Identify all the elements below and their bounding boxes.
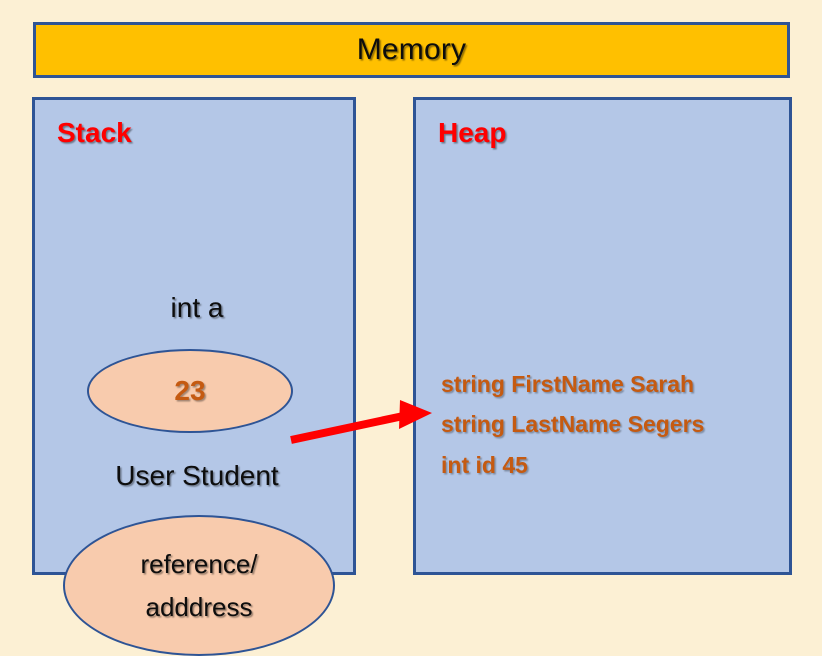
memory-title: Memory bbox=[356, 33, 467, 66]
stack-value-text-reference-line2: adddress bbox=[145, 591, 253, 622]
stack-value-ellipse-user-student: reference/ adddress bbox=[63, 515, 335, 656]
heap-object-fields: string FirstName Sarah string LastName S… bbox=[441, 364, 781, 485]
heap-field-lastname: string LastName Segers bbox=[441, 411, 705, 438]
stack-value-text-reference-line1: reference/ bbox=[140, 548, 258, 579]
heap-region: Heap string FirstName Sarah string LastN… bbox=[413, 97, 792, 575]
heap-title: Heap bbox=[438, 117, 507, 148]
stack-value-text-int-a: 23 bbox=[174, 375, 206, 406]
memory-header-bar: Memory bbox=[33, 22, 790, 78]
stack-variable-label-int-a: int a bbox=[170, 292, 224, 323]
stack-region: Stack int a 23 User Student reference/ a… bbox=[32, 97, 356, 656]
heap-field-firstname: string FirstName Sarah bbox=[441, 371, 695, 397]
stack-variable-label-user-student: User Student bbox=[115, 460, 279, 491]
diagram-canvas: Memory Stack int a 23 User Student refer… bbox=[32, 22, 792, 656]
stack-title: Stack bbox=[57, 117, 132, 148]
stack-value-ellipse-int-a: 23 bbox=[87, 349, 293, 433]
heap-field-id: int id 45 bbox=[441, 451, 528, 478]
